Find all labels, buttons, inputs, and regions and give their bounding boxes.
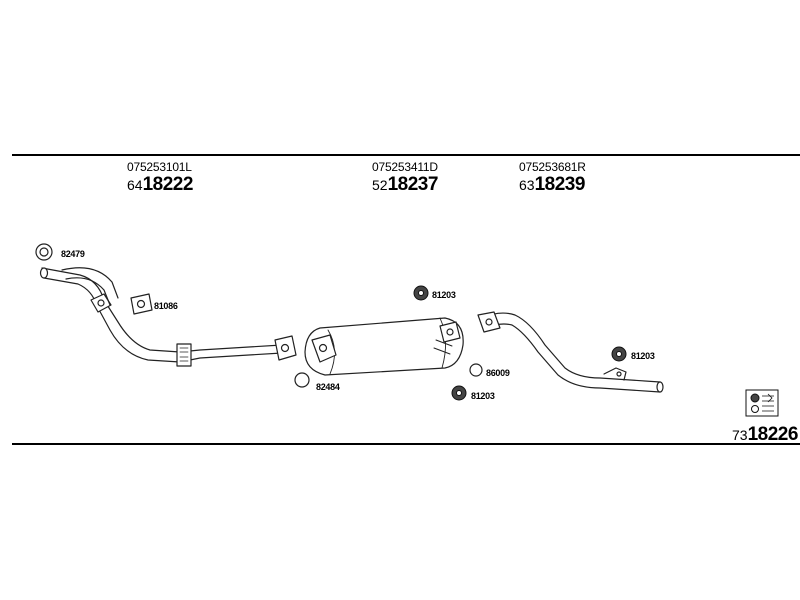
hanger-81203-right [611,346,627,362]
ring-82479 [35,243,53,261]
section-rear-code-main: 18239 [534,174,586,195]
label-86009: 86009 [486,368,510,378]
label-81203-top: 81203 [432,290,456,300]
bottom-rule [12,443,800,445]
section-middle-part-number: 075253411D [372,160,438,174]
section-front-part-number: 075253101L [127,160,192,174]
label-82484: 82484 [316,382,340,392]
section-front-code: 6418222 [127,174,193,196]
section-middle-code-main: 18237 [387,174,439,195]
label-81203-right: 81203 [631,351,655,361]
ring-82484 [294,372,310,388]
section-rear-code: 6318239 [519,174,585,196]
hanger-81203-top [413,285,429,301]
section-front-code-prefix: 64 [127,177,143,193]
middle-muffler [304,317,464,376]
label-82479: 82479 [61,249,85,259]
kit-code-prefix: 73 [732,427,748,443]
label-81203-bottom: 81203 [471,391,495,401]
section-front-code-main: 18222 [142,174,194,195]
mounting-kit-icon [745,389,779,417]
label-81086: 81086 [154,301,178,311]
section-middle-code: 5218237 [372,174,438,196]
clamp-86009 [469,363,483,377]
section-rear-code-prefix: 63 [519,177,535,193]
front-pipe [39,267,297,367]
section-rear-part-number: 075253681R [519,160,586,174]
rear-pipe [477,311,664,393]
kit-code: 7318226 [732,424,798,446]
hanger-81203-bottom [451,385,467,401]
section-middle-code-prefix: 52 [372,177,388,193]
kit-code-main: 18226 [747,424,799,445]
gasket-81086 [130,293,153,315]
top-rule [12,154,800,156]
